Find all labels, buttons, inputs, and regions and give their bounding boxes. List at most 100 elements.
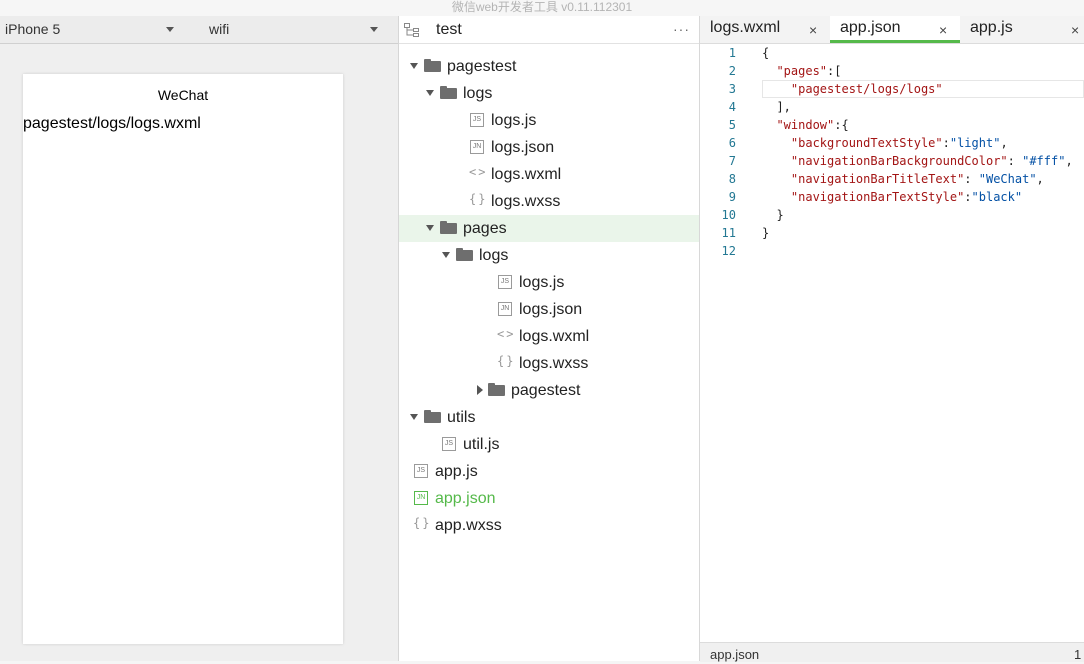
tree-item-label: logs.js — [491, 112, 537, 129]
tree-item-label: pagestest — [447, 58, 517, 75]
tree-file-logs-js[interactable]: JS logs.js — [399, 269, 699, 296]
wxss-file-icon: {} — [497, 354, 516, 368]
tab-app-json[interactable]: app.json × — [830, 16, 960, 43]
chevron-down-icon[interactable] — [426, 90, 434, 96]
line-code: "pagestest/logs/logs" — [762, 82, 943, 96]
tab-label: app.js — [970, 19, 1013, 36]
js-file-icon: JS — [470, 113, 484, 127]
code-line[interactable]: 5 "window":{ — [700, 116, 1084, 134]
line-code: { — [762, 46, 770, 60]
code-line[interactable]: 6 "backgroundTextStyle":"light", — [700, 134, 1084, 152]
code-line[interactable]: 8 "navigationBarTitleText": "WeChat", — [700, 170, 1084, 188]
wxss-file-icon: {} — [469, 192, 488, 206]
tree-file-logs-wxml[interactable]: <>logs.wxml — [399, 323, 699, 350]
tree-folder-utils[interactable]: utils — [399, 404, 699, 431]
js-file-icon: JS — [442, 437, 456, 451]
tree-item-label: logs.js — [519, 274, 565, 291]
device-select-value: iPhone 5 — [5, 21, 61, 37]
chevron-down-icon — [166, 27, 174, 32]
close-icon[interactable]: × — [1071, 22, 1080, 38]
tree-item-label: logs.wxss — [491, 193, 561, 210]
code-line[interactable]: 10 } — [700, 206, 1084, 224]
folder-icon — [424, 59, 441, 72]
wxss-file-icon: {} — [413, 516, 432, 530]
tree-file-logs-wxml[interactable]: <>logs.wxml — [399, 161, 699, 188]
tree-file-app-wxss[interactable]: {}app.wxss — [399, 512, 699, 539]
tree-item-label: logs — [479, 247, 509, 264]
code-line[interactable]: 1{ — [700, 44, 1084, 62]
code-editor-panel: logs.wxml × app.json × app.js × 1{2 "pag… — [700, 16, 1084, 662]
code-line[interactable]: 11} — [700, 224, 1084, 242]
tab-logs-wxml[interactable]: logs.wxml × — [700, 16, 830, 43]
line-number: 9 — [728, 190, 736, 204]
close-icon[interactable]: × — [809, 22, 818, 38]
tree-folder-pagestest[interactable]: pagestest — [399, 377, 699, 404]
line-code: "navigationBarTextStyle":"black" — [790, 190, 1023, 204]
status-bar: app.json 1 — [700, 642, 1084, 662]
project-name: test — [436, 21, 462, 38]
close-icon[interactable]: × — [939, 22, 948, 38]
chevron-right-icon[interactable] — [477, 385, 483, 395]
folder-icon — [424, 410, 441, 423]
phone-screen[interactable]: WeChat pagestest/logs/logs.wxml — [23, 74, 343, 644]
json-file-icon: JN — [414, 491, 428, 505]
tab-label: app.json — [840, 19, 901, 36]
tab-app-js[interactable]: app.js × — [960, 16, 1084, 43]
tree-file-logs-wxss[interactable]: {}logs.wxss — [399, 350, 699, 377]
more-options-icon[interactable]: ··· — [673, 21, 690, 37]
js-file-icon: JS — [414, 464, 428, 478]
code-line[interactable]: 2 "pages":[ — [700, 62, 1084, 80]
tree-item-label: logs.wxml — [519, 328, 590, 345]
code-line[interactable]: 7 "navigationBarBackgroundColor": "#fff"… — [700, 152, 1084, 170]
line-code: "navigationBarTitleText": "WeChat", — [790, 172, 1044, 186]
file-tree-header: test ··· — [399, 16, 699, 44]
status-file-name: app.json — [710, 647, 760, 662]
status-number: 1 — [1074, 647, 1082, 662]
line-number: 11 — [721, 226, 736, 240]
js-file-icon: JS — [498, 275, 512, 289]
code-line[interactable]: 9 "navigationBarTextStyle":"black" — [700, 188, 1084, 206]
network-select-value: wifi — [209, 21, 230, 37]
phone-page-text: pagestest/logs/logs.wxml — [23, 115, 201, 132]
chevron-down-icon[interactable] — [410, 63, 418, 69]
line-code: "navigationBarBackgroundColor": "#fff", — [790, 154, 1073, 168]
editor-tabs: logs.wxml × app.json × app.js × — [700, 16, 1084, 44]
line-code: "backgroundTextStyle":"light", — [790, 136, 1008, 150]
json-file-icon: JN — [498, 302, 512, 316]
window-title: 微信web开发者工具 v0.11.112301 — [0, 0, 1084, 16]
line-number: 6 — [728, 136, 736, 150]
chevron-down-icon[interactable] — [442, 252, 450, 258]
tree-file-app-json[interactable]: JN app.json — [399, 485, 699, 512]
phone-nav-title: WeChat — [157, 87, 209, 103]
folder-icon — [440, 221, 457, 234]
chevron-down-icon[interactable] — [426, 225, 434, 231]
code-line[interactable]: 4 ], — [700, 98, 1084, 116]
tree-folder-logs[interactable]: logs — [399, 242, 699, 269]
tree-structure-icon[interactable] — [404, 23, 419, 37]
tree-folder-pagestest[interactable]: pagestest — [399, 53, 699, 80]
tree-item-label: logs.wxss — [519, 355, 589, 372]
tree-item-label: app.json — [435, 490, 496, 507]
tree-folder-logs[interactable]: logs — [399, 80, 699, 107]
tree-item-label: logs — [463, 85, 493, 102]
json-file-icon: JN — [470, 140, 484, 154]
tree-item-label: app.wxss — [435, 517, 502, 534]
line-number: 3 — [728, 82, 736, 96]
simulator-panel: iPhone 5 wifi WeChat pagestest/logs/logs… — [0, 16, 399, 661]
line-number: 1 — [728, 46, 736, 60]
network-select[interactable]: wifi — [204, 16, 388, 43]
code-line[interactable]: 3 "pagestest/logs/logs" — [700, 80, 1084, 98]
tree-file-logs-wxss[interactable]: {}logs.wxss — [399, 188, 699, 215]
simulator-toolbar: iPhone 5 wifi — [0, 16, 398, 44]
tree-file-logs-js[interactable]: JS logs.js — [399, 107, 699, 134]
tree-folder-pages[interactable]: pages — [399, 215, 699, 242]
tree-item-label: utils — [447, 409, 476, 426]
device-select[interactable]: iPhone 5 — [0, 16, 184, 43]
code-line[interactable]: 12 — [700, 242, 1084, 260]
line-number: 4 — [728, 100, 736, 114]
chevron-down-icon[interactable] — [410, 414, 418, 420]
